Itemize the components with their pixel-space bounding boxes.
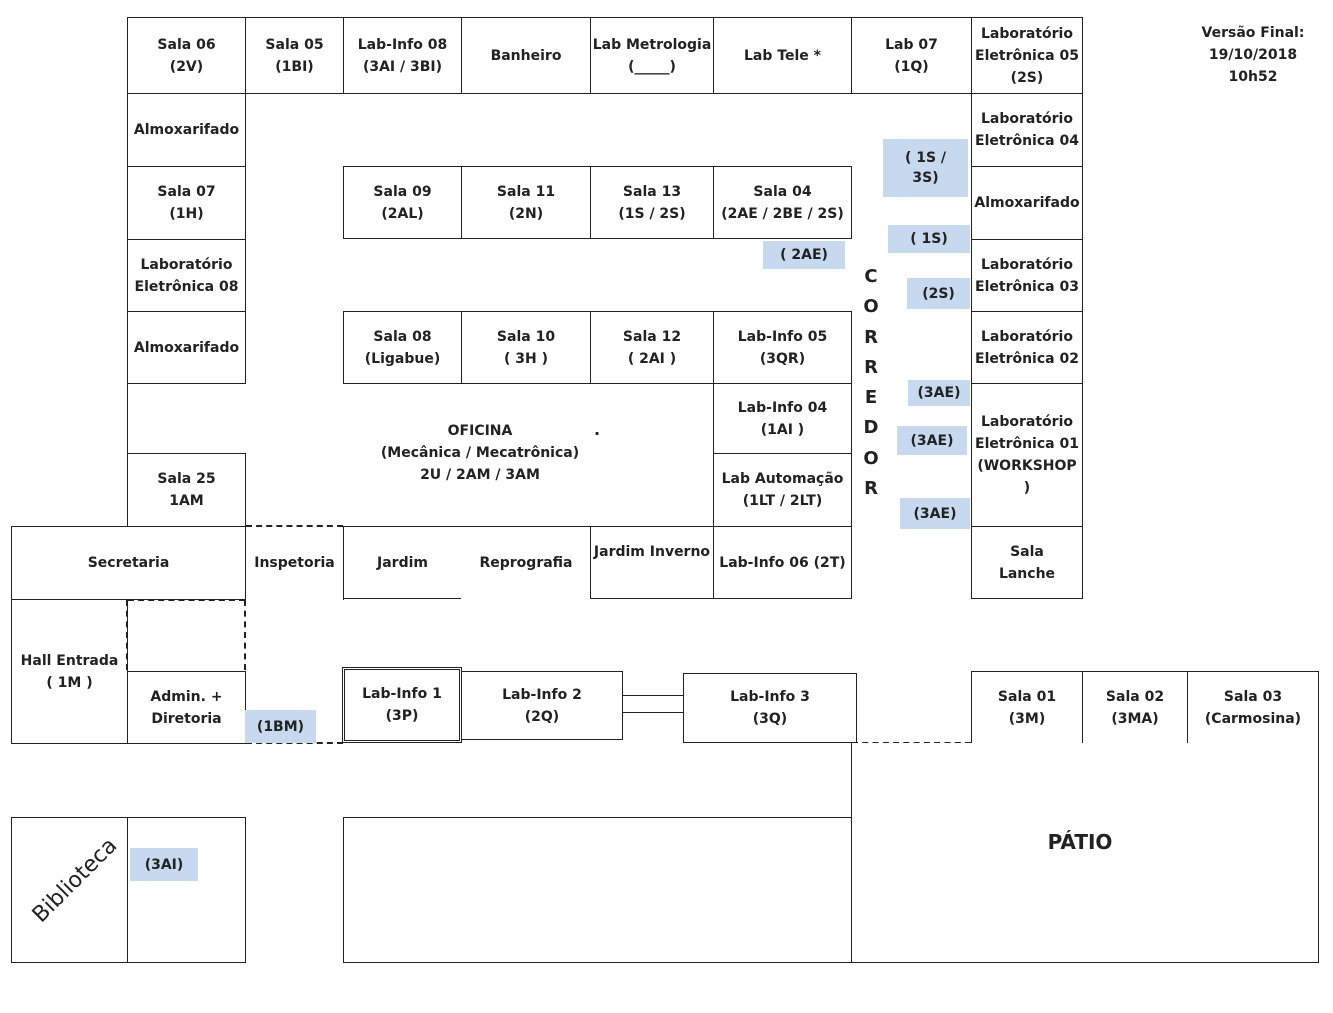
room-lab-info-08: Lab-Info 08 (3AI / 3BI) (343, 17, 462, 94)
corridor-letter: O (863, 296, 879, 318)
room-lab-eletronica-03: Laboratório Eletrônica 03 (971, 239, 1083, 312)
room-sala-25: Sala 25 1AM (127, 453, 246, 527)
room-banheiro: Banheiro (461, 17, 591, 94)
area-patio (851, 743, 1319, 963)
room-lab-info-2: Lab-Info 2 (2Q) (461, 671, 623, 740)
class-tag-1bm: (1BM) (245, 710, 316, 743)
class-tag-3ai: (3AI) (130, 848, 198, 881)
corridor-letter: E (864, 387, 878, 409)
class-tag-2ae: ( 2AE) (763, 241, 845, 269)
corridor-letter: O (863, 447, 879, 469)
room-secretaria: Secretaria (11, 526, 246, 600)
room-lab-automacao: Lab Automação (1LT / 2LT) (713, 453, 852, 527)
version-line-1: Versão Final: (1201, 25, 1305, 41)
class-tag-1s: ( 1S) (888, 225, 970, 253)
room-lab-info-06: Lab-Info 06 (2T) (713, 526, 852, 599)
room-admin-diretoria: Admin. + Diretoria (127, 671, 246, 744)
room-lab-07: Lab 07 (1Q) (851, 17, 972, 94)
version-line-3: 10h52 (1228, 69, 1278, 85)
room-almoxarifado-right: Almoxarifado (971, 166, 1083, 240)
class-tag-3ae-a: (3AE) (908, 380, 970, 406)
room-jardim-inverno: Jardim Inverno (590, 526, 714, 599)
class-tag-1s-3s: ( 1S / 3S) (883, 139, 968, 197)
room-lab-metrologia: Lab Metrologia (_____) (590, 17, 714, 94)
room-sala-12: Sala 12 ( 2AI ) (590, 311, 714, 384)
room-sala-11: Sala 11 (2N) (461, 166, 591, 239)
room-sala-07: Sala 07 (1H) (127, 166, 246, 240)
corridor-letter: R (864, 478, 878, 500)
version-note: Versão Final: 19/10/2018 10h52 (1192, 22, 1314, 88)
oficina-dot: . (594, 420, 601, 439)
class-tag-3ae-c: (3AE) (900, 498, 970, 529)
room-almoxarifado-2: Almoxarifado (127, 311, 246, 384)
room-sala-13: Sala 13 (1S / 2S) (590, 166, 714, 239)
room-lab-eletronica-01: Laboratório Eletrônica 01 (WORKSHOP ) (971, 383, 1083, 527)
room-oficina: OFICINA (Mecânica / Mecatrônica) 2U / 2A… (380, 423, 580, 483)
corridor-letter: R (864, 356, 878, 378)
room-jardim: Jardim (343, 526, 462, 599)
room-lab-info-1: Lab-Info 1 (3P) (342, 667, 462, 743)
room-bottom-block (343, 817, 852, 963)
room-sala-02: Sala 02 (3MA) (1082, 671, 1188, 744)
room-hall-entrada: Hall Entrada ( 1M ) (11, 599, 128, 744)
room-biblioteca-annex (127, 817, 246, 963)
room-lab-tele: Lab Tele * (713, 17, 852, 94)
room-sala-10: Sala 10 ( 3H ) (461, 311, 591, 384)
class-tag-2s: (2S) (907, 278, 970, 309)
corridor-label: C O R R E D O R (860, 262, 882, 504)
room-sala-lanche: Sala Lanche (971, 526, 1083, 599)
room-sala-09: Sala 09 (2AL) (343, 166, 462, 239)
room-biblioteca (11, 817, 128, 963)
corridor-letter: R (864, 326, 878, 348)
patio-label: PÁTIO (1047, 830, 1113, 854)
room-lab-info-04: Lab-Info 04 (1AI ) (713, 383, 852, 454)
passage-connector (622, 695, 684, 713)
room-lab-eletronica-08: Laboratório Eletrônica 08 (127, 239, 246, 312)
room-lab-eletronica-05: Laboratório Eletrônica 05 (2S) (971, 17, 1083, 94)
room-lab-eletronica-02: Laboratório Eletrônica 02 (971, 311, 1083, 384)
room-sala-04: Sala 04 (2AE / 2BE / 2S) (713, 166, 852, 239)
room-reprografia: Reprografia (461, 526, 591, 599)
room-inspetoria: Inspetoria (245, 526, 344, 600)
room-sala-06: Sala 06 (2V) (127, 17, 246, 94)
room-sala-01: Sala 01 (3M) (971, 671, 1083, 744)
room-sala-05: Sala 05 (1BI) (245, 17, 344, 94)
room-sala-03: Sala 03 (Carmosina) (1187, 671, 1319, 744)
corridor-letter: C (864, 266, 878, 287)
version-line-2: 19/10/2018 (1208, 47, 1298, 63)
room-lab-info-3: Lab-Info 3 (3Q) (683, 673, 857, 743)
room-almoxarifado-1: Almoxarifado (127, 93, 246, 167)
corridor-letter: D (863, 417, 879, 439)
room-lab-eletronica-04: Laboratório Eletrônica 04 (971, 93, 1083, 167)
class-tag-3ae-b: (3AE) (897, 426, 967, 455)
room-sala-08: Sala 08 (Ligabue) (343, 311, 462, 384)
room-lab-info-05: Lab-Info 05 (3QR) (713, 311, 852, 384)
